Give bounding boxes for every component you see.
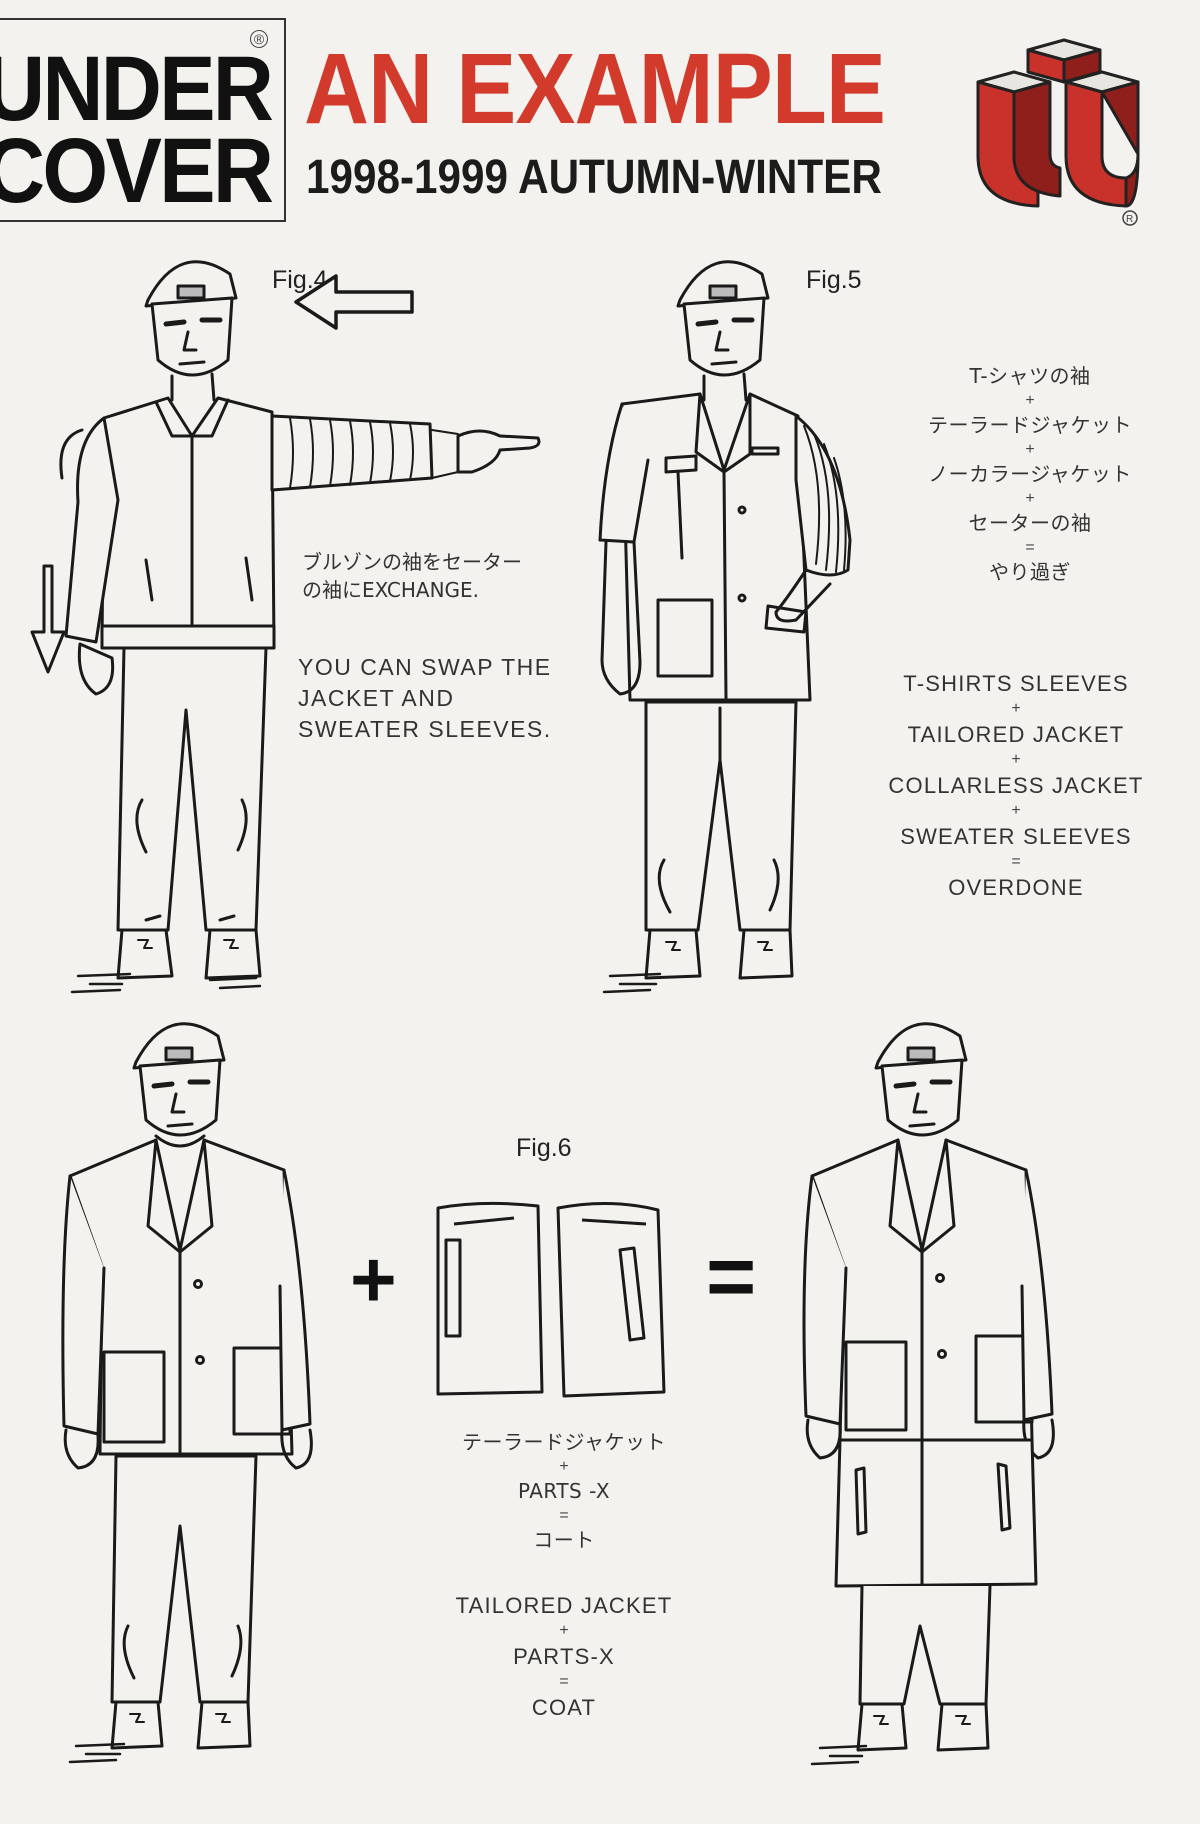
fig5-jp-term-2: テーラードジャケット — [928, 413, 1132, 437]
fig5-en-term-3: COLLARLESS JACKET — [888, 773, 1144, 798]
fig5-en-plus-2: + — [1011, 751, 1021, 768]
fig6-en-result: COAT — [531, 1695, 597, 1720]
fig6-english-equation: TAILORED JACKET + PARTS-X = COAT — [404, 1590, 724, 1723]
fig6-plus-symbol: + — [350, 1235, 397, 1324]
fig6-en-plus: + — [559, 1622, 569, 1639]
fig6-tailored-jacket-figure — [60, 1006, 350, 1766]
page-subtitle: 1998-1999 AUTUMN-WINTER — [306, 151, 882, 204]
brand-line-1: UNDER — [0, 38, 274, 140]
fig6-jp-term-2: PARTS -X — [517, 1479, 611, 1503]
fig6-jp-term-1: テーラードジャケット — [462, 1430, 666, 1454]
fig5-japanese-equation: T-シャツの袖 + テーラードジャケット + ノーカラージャケット + セーター… — [880, 362, 1180, 587]
fig4-english-caption: YOU CAN SWAP THE JACKET AND SWEATER SLEE… — [298, 654, 552, 742]
parts-x-panels-illustration — [434, 1202, 670, 1402]
fig5-jp-plus-3: + — [1025, 490, 1035, 507]
fig5-en-result: OVERDONE — [948, 875, 1084, 900]
brand-line-2: COVER — [0, 120, 274, 222]
fig5-en-term-2: TAILORED JACKET — [907, 722, 1125, 747]
fig4-figure-illustration — [60, 240, 600, 1000]
fig5-jp-plus-1: + — [1025, 392, 1035, 409]
fig5-jp-term-4: セーターの袖 — [968, 511, 1092, 535]
fig5-en-plus-1: + — [1011, 700, 1021, 717]
registered-mark: ® — [250, 30, 268, 48]
fig6-jp-result: コート — [533, 1528, 595, 1552]
page-title: AN EXAMPLE — [304, 33, 886, 145]
fig5-jp-term-1: T-シャツの袖 — [969, 364, 1091, 388]
fig5-en-term-1: T-SHIRTS SLEEVES — [903, 671, 1129, 696]
fig6-coat-figure — [800, 1006, 1090, 1766]
fig6-jp-plus: + — [559, 1458, 569, 1475]
fig5-jp-equals: = — [1025, 539, 1035, 556]
fig6-en-term-1: TAILORED JACKET — [455, 1593, 673, 1618]
fig5-en-term-4: SWEATER SLEEVES — [900, 824, 1132, 849]
fig6-equals-symbol: = — [706, 1229, 757, 1325]
fig5-label: Fig.5 — [806, 266, 862, 294]
fig5-en-plus-3: + — [1011, 802, 1021, 819]
fig6-japanese-equation: テーラードジャケット + PARTS -X = コート — [404, 1428, 724, 1555]
fig5-en-equals: = — [1011, 853, 1021, 870]
fig5-english-equation: T-SHIRTS SLEEVES + TAILORED JACKET + COL… — [852, 668, 1180, 903]
fig5-jp-result: やり過ぎ — [989, 560, 1071, 584]
fig5-jp-plus-2: + — [1025, 441, 1035, 458]
fig6-label: Fig.6 — [516, 1134, 572, 1162]
brand-logo-box: UNDER COVER ® — [0, 18, 286, 222]
fig6-en-equals: = — [559, 1673, 569, 1690]
fig6-jp-equals: = — [559, 1507, 569, 1524]
fig4-japanese-caption: ブルゾンの袖をセーター の袖にEXCHANGE. — [302, 550, 522, 602]
fig5-figure-illustration — [600, 240, 900, 1000]
svg-text:R: R — [1126, 214, 1133, 225]
fig5-jp-term-3: ノーカラージャケット — [928, 462, 1132, 486]
fig6-en-term-2: PARTS-X — [513, 1644, 615, 1669]
uc-cube-logo-icon: R — [976, 38, 1140, 226]
